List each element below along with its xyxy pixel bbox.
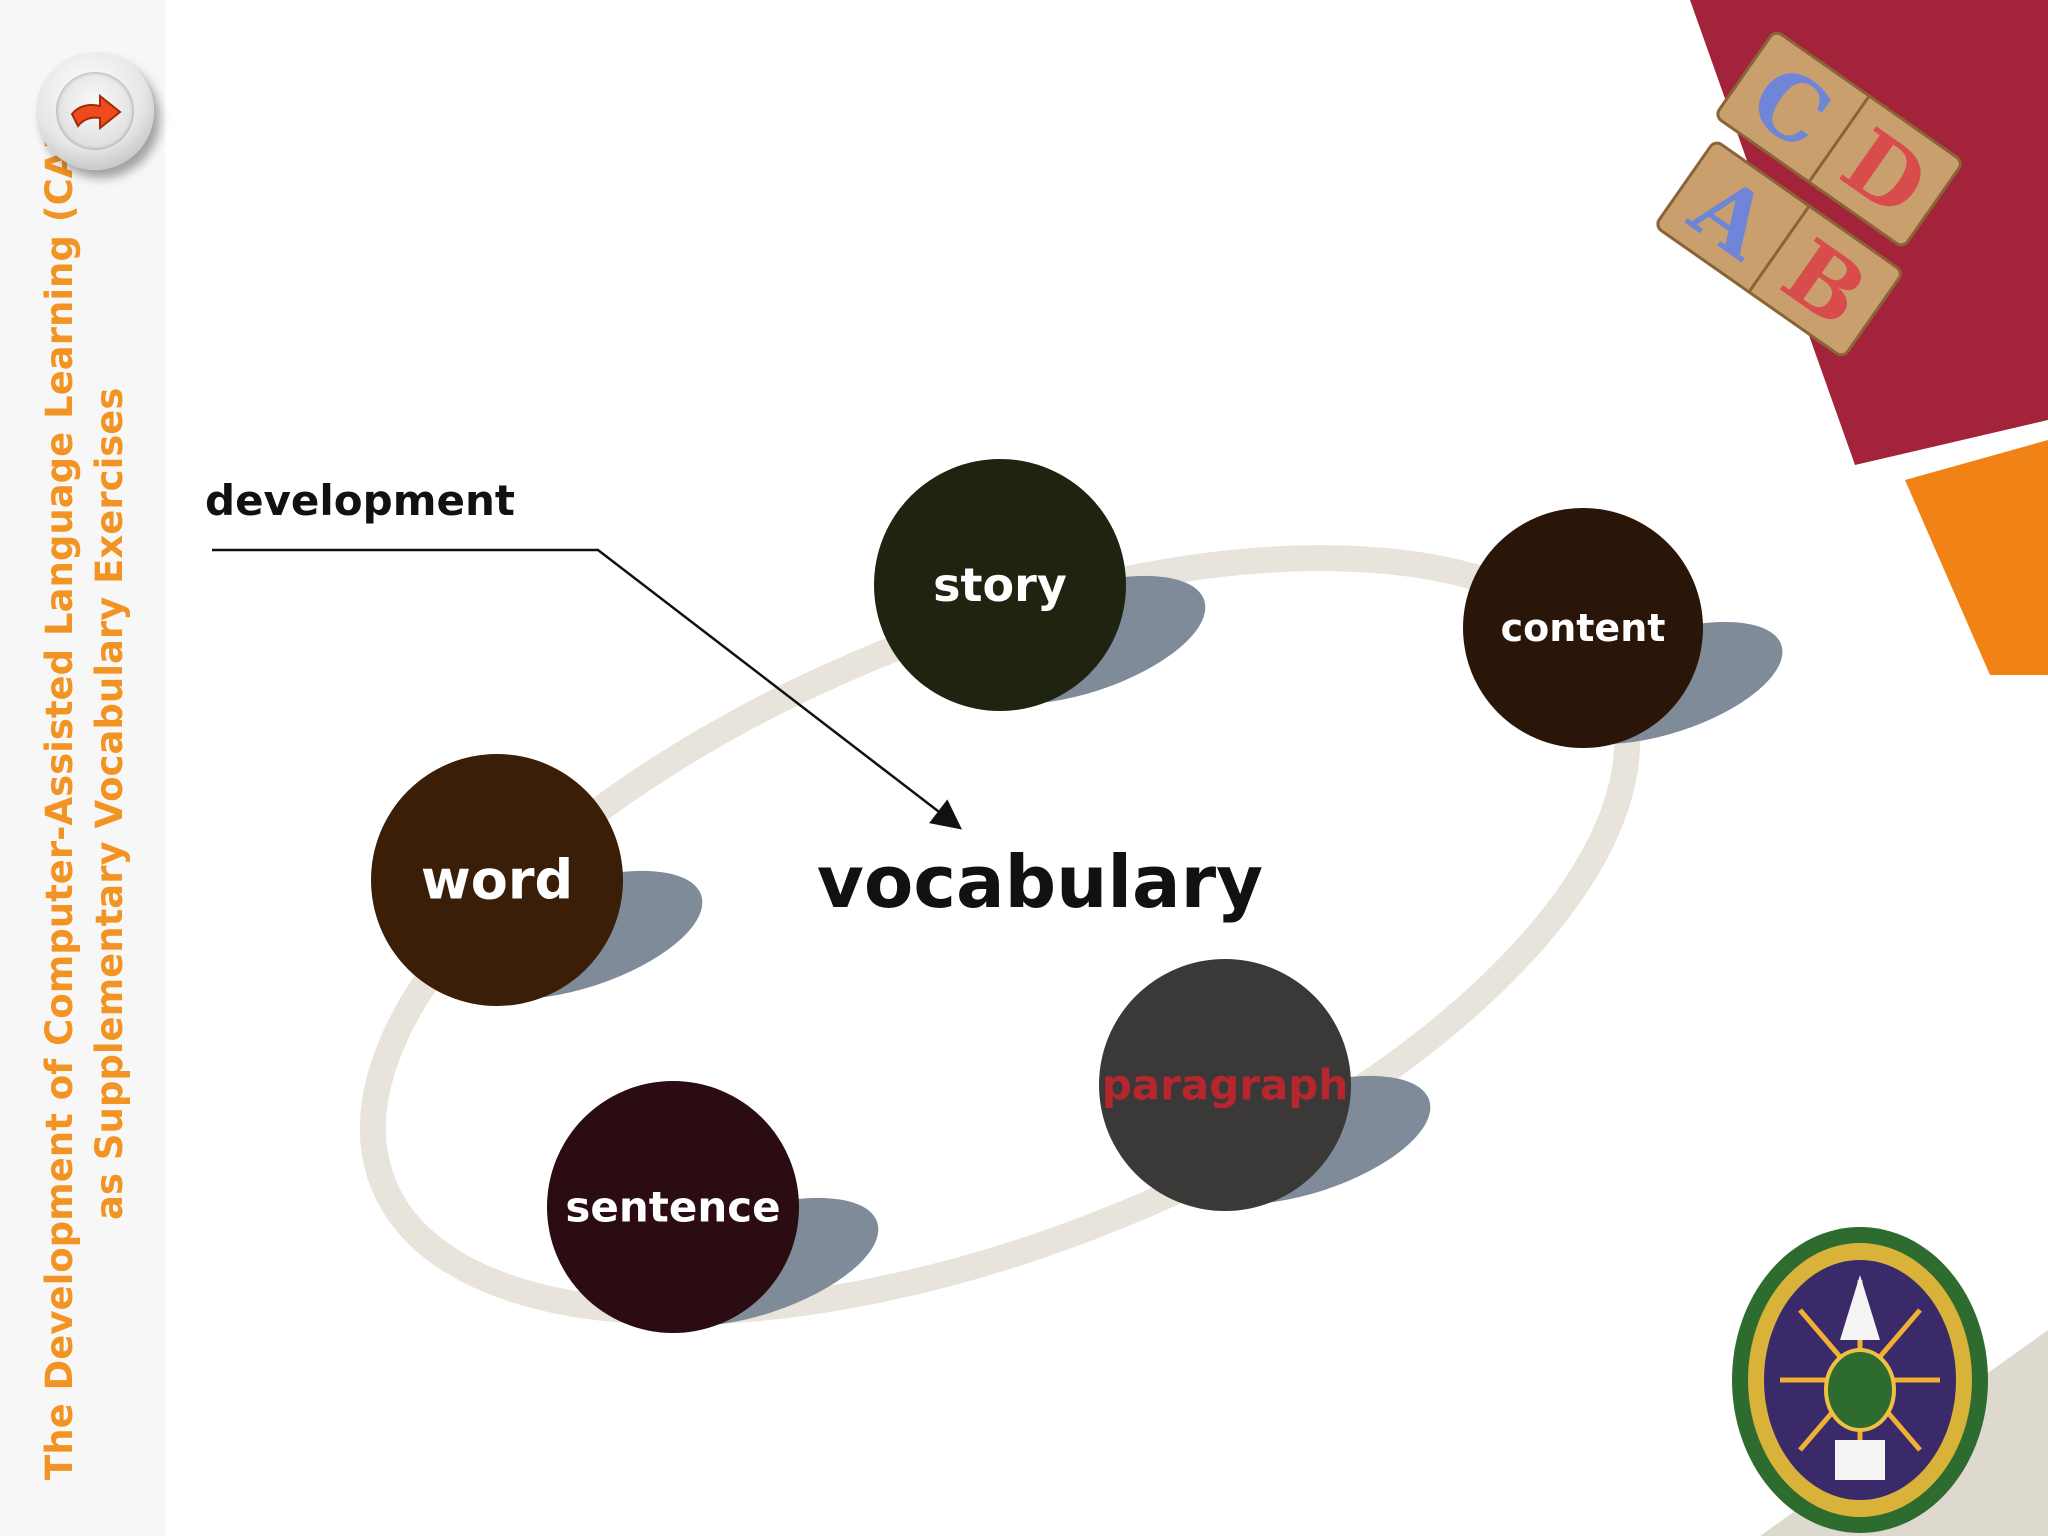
orange-band-shape: [1905, 440, 2048, 675]
node-circle-sentence: [547, 1081, 799, 1333]
next-slide-button-face: [56, 72, 134, 150]
node-label-content: content: [1500, 606, 1666, 650]
node-label-paragraph: paragraph: [1101, 1060, 1349, 1110]
next-slide-button[interactable]: [36, 52, 154, 170]
node-label-sentence: sentence: [565, 1182, 781, 1232]
node-circle-paragraph: [1099, 959, 1351, 1211]
node-label-word: word: [420, 848, 574, 912]
university-seal-logo: [1732, 1227, 1988, 1533]
node-circle-content: [1463, 508, 1703, 748]
development-label: development: [205, 476, 515, 525]
center-vocabulary-label: vocabulary: [816, 840, 1264, 924]
node-label-story: story: [933, 558, 1067, 612]
node-circle-word: [371, 754, 623, 1006]
right-arrow-icon: [70, 93, 122, 131]
node-circle-story: [874, 459, 1126, 711]
